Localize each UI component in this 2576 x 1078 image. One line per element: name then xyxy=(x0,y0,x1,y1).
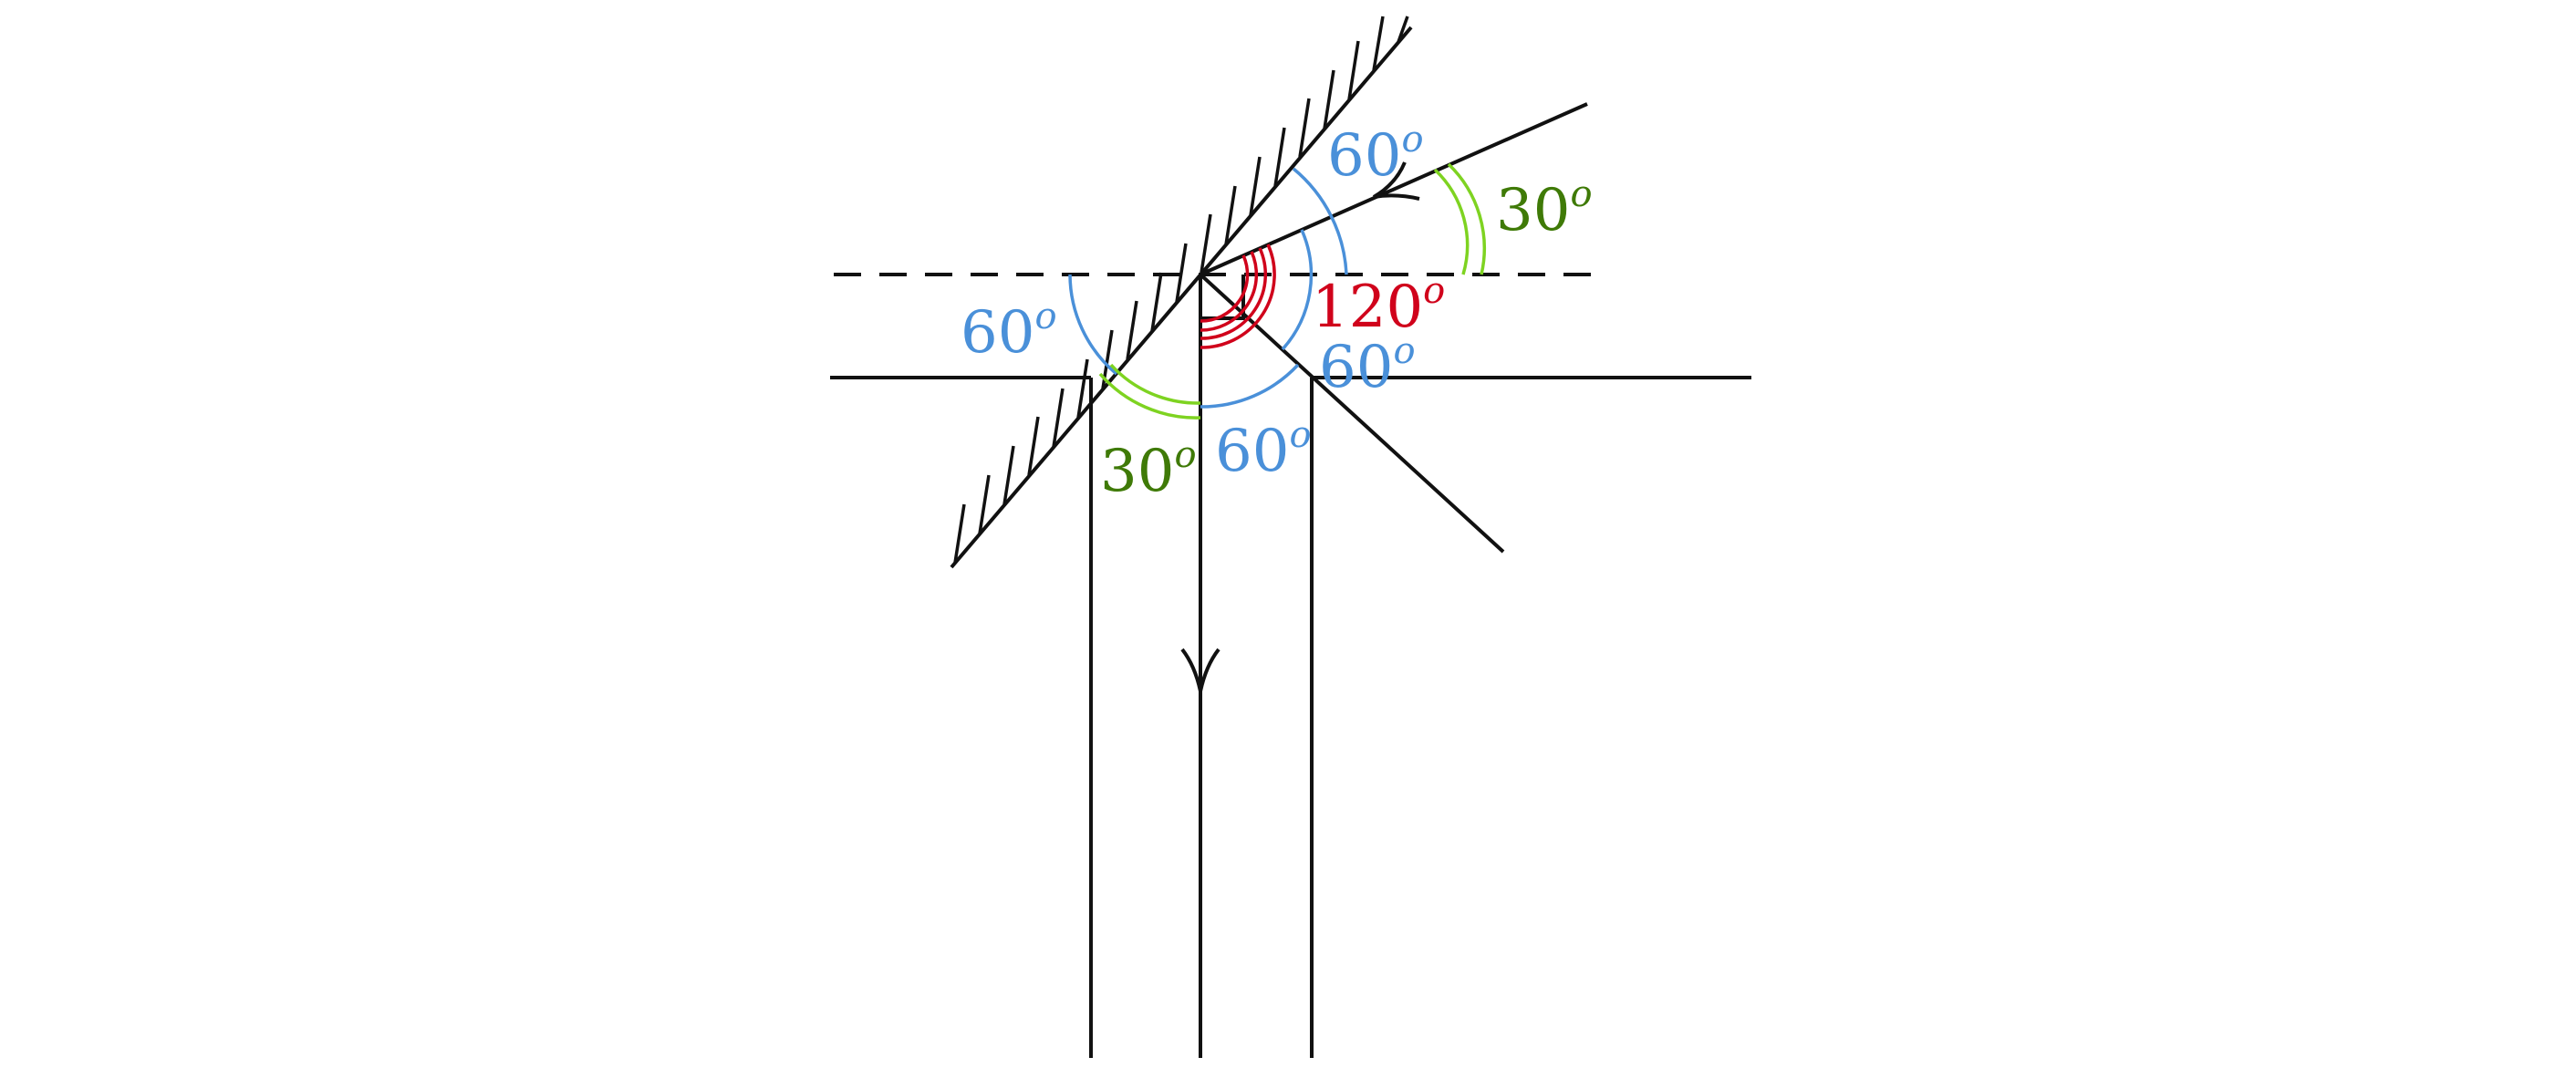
arc-60-bottom xyxy=(1200,363,1300,409)
mirror-hatching xyxy=(953,16,1409,564)
label-120: 120o xyxy=(1312,270,1445,341)
arc-30-bottom-inner xyxy=(1109,363,1201,405)
arc-60-right xyxy=(1281,229,1314,351)
label-60-right: 60o xyxy=(1319,330,1416,401)
incident-ray xyxy=(1200,102,1588,276)
label-30-bottom: 30o xyxy=(1100,434,1197,505)
label-60-bottom: 60o xyxy=(1215,414,1312,485)
arc-30-right-outer xyxy=(1447,162,1486,275)
normal-line xyxy=(1199,273,1505,554)
arc-30-bottom-outer xyxy=(1098,372,1201,420)
reflected-arrowhead xyxy=(1180,648,1220,692)
label-60-left: 60o xyxy=(961,295,1057,367)
arc-60-left xyxy=(1068,274,1118,376)
arc-120 xyxy=(1200,244,1276,349)
arc-60-top xyxy=(1292,167,1348,275)
mirror-line xyxy=(950,26,1413,569)
incident-arrowhead xyxy=(1372,161,1420,201)
label-30-right: 30o xyxy=(1496,173,1593,244)
label-60-top: 60o xyxy=(1327,119,1424,190)
arc-30-right-inner xyxy=(1433,168,1470,275)
